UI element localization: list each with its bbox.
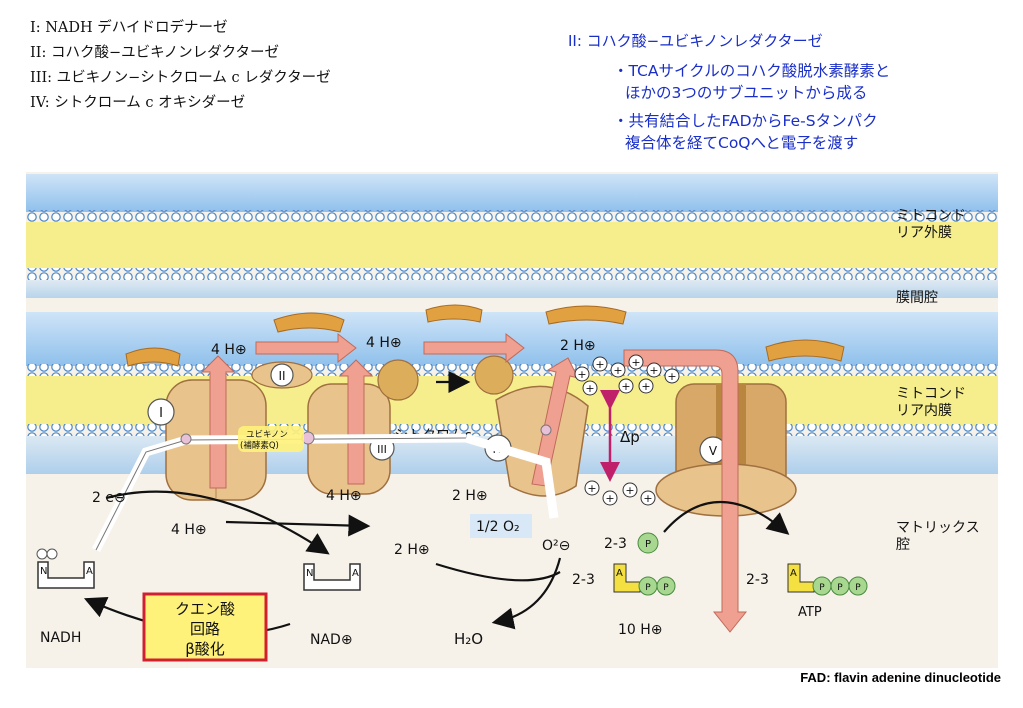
oxygen-label: 1/2 O₂	[476, 519, 520, 535]
adp-a: A	[616, 568, 623, 579]
proton-bottom-2: 4 H⊕	[326, 488, 362, 504]
proton-cluster-upper: + + + + + + + + +	[574, 354, 680, 396]
proton-matrix-2: 2 H⊕	[394, 542, 430, 558]
label-intermembrane-space: 膜間腔	[896, 290, 938, 306]
proton-bottom-1: 4 H⊕	[171, 522, 207, 538]
legend-item-2: II: コハク酸−ユビキノンレダクターゼ	[30, 45, 280, 61]
atp-p3: P	[855, 583, 861, 593]
phosphate-stoich: 2-3	[604, 536, 627, 552]
floating-fragments	[125, 304, 845, 367]
note-bullet-1: ・TCAサイクルのコハク酸脱水素酵素と ほかの3つのサブユニットから成る	[613, 60, 890, 104]
svg-text:+: +	[625, 484, 634, 497]
svg-text:+: +	[631, 356, 640, 369]
proton-labels: 4 H⊕ 4 H⊕ 2 H⊕ 4 H⊕ 4 H⊕ 2 H⊕ 2 H⊕ 10 H⊕…	[92, 335, 663, 638]
coenzyme-label: (補酵素Q)	[240, 440, 279, 451]
krebs-line-2: 回路	[190, 620, 220, 638]
proton-top-2: 4 H⊕	[366, 335, 402, 351]
adp-group: 2-3 A P P	[572, 563, 676, 596]
complex-iii-label: III	[377, 443, 387, 456]
krebs-cycle-box: クエン酸 回路 β酸化	[142, 592, 268, 662]
nad-label: NAD⊕	[310, 632, 353, 648]
atp-p2: P	[837, 583, 843, 593]
nadh-label: NADH	[40, 630, 81, 646]
note-bullet-2-line-1: ・共有結合したFADからFe-Sタンパク	[613, 112, 878, 130]
krebs-line-3: β酸化	[185, 640, 225, 658]
complex-ii-note: II: コハク酸−ユビキノンレダクターゼ ・TCAサイクルのコハク酸脱水素酵素と…	[568, 30, 890, 160]
label-inner-membrane: ミトコンドリア内膜	[896, 386, 966, 419]
delta-p: Δp	[600, 390, 640, 482]
atp-label: ATP	[798, 605, 822, 620]
svg-text:+: +	[585, 382, 594, 395]
reaction-arrows	[83, 371, 790, 635]
atp-p1: P	[819, 583, 825, 593]
label-matrix: マトリックス腔	[896, 520, 980, 553]
proton-matrix-10: 10 H⊕	[618, 622, 663, 638]
proton-cluster-lower: + + + +	[584, 480, 656, 506]
electron-path	[91, 424, 559, 553]
nad-a: A	[352, 568, 359, 579]
fad-footnote: FAD: flavin adenine dinucleotide	[800, 670, 1001, 685]
svg-text:+: +	[605, 492, 614, 505]
delta-p-label: Δp	[620, 428, 640, 446]
atp-group: 2-3 A P P P ATP	[746, 563, 868, 620]
svg-text:+: +	[577, 368, 586, 381]
membrane-labels: ミトコンドリア外膜 膜間腔 ミトコンドリア内膜 マトリックス腔	[896, 208, 980, 553]
outer-membrane	[26, 174, 998, 298]
svg-text:+: +	[649, 364, 658, 377]
nadh-molecule: N A NADH	[36, 548, 95, 646]
phosphate-p: P	[645, 539, 651, 550]
complex-i-label: I	[159, 406, 163, 421]
krebs-line-1: クエン酸	[175, 600, 235, 618]
svg-text:+: +	[643, 492, 652, 505]
note-title: II: コハク酸−ユビキノンレダクターゼ	[568, 32, 823, 50]
complex-legend: I: NADH デハイドロデナーゼ II: コハク酸−ユビキノンレダクターゼ I…	[30, 16, 331, 116]
svg-text:+: +	[641, 380, 650, 393]
complex-ii: II	[251, 361, 313, 389]
note-bullet-1-line-2: ほかの3つのサブユニットから成る	[625, 84, 868, 102]
complex-ii-label: II	[278, 369, 285, 383]
label-outer-membrane: ミトコンドリア外膜	[896, 208, 966, 241]
water-label: H₂O	[454, 630, 483, 648]
svg-text:+: +	[621, 380, 630, 393]
phosphate-group: 2-3 P	[604, 532, 659, 554]
nadh-n: N	[40, 566, 47, 577]
complex-v-label: V	[709, 444, 718, 458]
legend-item-1: I: NADH デハイドロデナーゼ	[30, 20, 228, 36]
atp-a: A	[790, 568, 797, 579]
oxide-label: O²⊖	[542, 538, 570, 554]
legend-item-3: III: ユビキノン−シトクローム c レダクターゼ	[30, 70, 331, 86]
ubiquinone-label-group: ユビキノン (補酵素Q)	[238, 426, 304, 452]
legend-item-4: IV: シトクローム c オキシダーゼ	[30, 95, 246, 111]
svg-text:+: +	[613, 364, 622, 377]
oxygen-group: 1/2 O₂ O²⊖ H₂O	[454, 514, 570, 648]
adp-p2: P	[663, 583, 669, 593]
note-bullet-1-line-1: ・TCAサイクルのコハク酸脱水素酵素と	[613, 62, 891, 80]
adp-stoich: 2-3	[572, 572, 595, 588]
proton-top-3: 2 H⊕	[560, 338, 596, 354]
note-bullet-2-line-2: 複合体を経てCoQへと電子を渡す	[625, 134, 859, 152]
proton-pump-arrows	[200, 332, 748, 633]
svg-text:+: +	[587, 482, 596, 495]
atp-stoich: 2-3	[746, 572, 769, 588]
adp-p1: P	[645, 583, 651, 593]
electron-transport-chain-diagram: ミトコンドリア外膜 膜間腔 ミトコンドリア内膜 マトリックス腔 I II III	[26, 172, 998, 668]
nad-n: N	[306, 568, 313, 579]
ubiquinone-label: ユビキノン	[246, 430, 288, 440]
svg-text:+: +	[667, 370, 676, 383]
nad-molecule: N A NAD⊕	[303, 563, 361, 648]
nadh-a: A	[86, 566, 93, 577]
note-bullet-2: ・共有結合したFADからFe-Sタンパク 複合体を経てCoQへと電子を渡す	[613, 110, 890, 154]
proton-top-1: 4 H⊕	[211, 342, 247, 358]
proton-bottom-3: 2 H⊕	[452, 488, 488, 504]
svg-text:+: +	[595, 358, 604, 371]
